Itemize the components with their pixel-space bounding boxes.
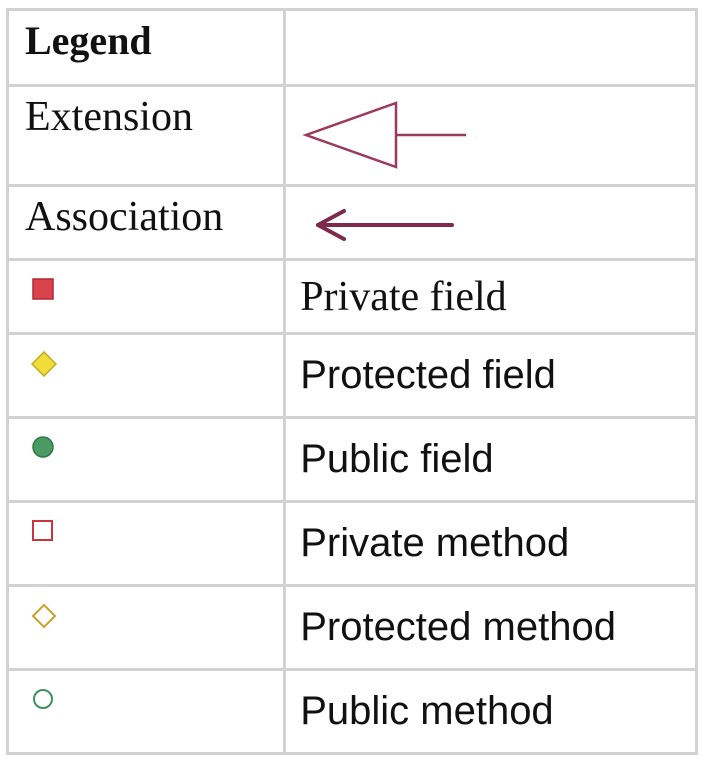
table-row: Legend [5, 8, 698, 87]
protected-method-label: Protected method [300, 605, 616, 649]
association-icon-cell [283, 184, 698, 261]
public-field-icon [32, 436, 54, 458]
table-row: Private method [5, 500, 698, 587]
protected-field-label: Protected field [300, 353, 556, 397]
private-method-desc-cell: Private method [283, 500, 698, 587]
table-row: Extension [5, 84, 698, 187]
public-field-label: Public field [300, 437, 494, 481]
private-method-icon-cell [5, 500, 287, 587]
private-method-icon [32, 520, 53, 541]
table-row: Protected method [5, 584, 698, 671]
association-label: Association [25, 194, 224, 240]
protected-field-desc-cell: Protected field [283, 332, 698, 419]
public-method-label: Public method [300, 689, 554, 733]
legend-title-cell: Legend [5, 8, 287, 87]
table-row: Private field [5, 258, 698, 335]
private-field-icon [32, 278, 54, 300]
protected-method-desc-cell: Protected method [283, 584, 698, 671]
private-method-label: Private method [300, 521, 570, 565]
protected-method-icon-cell [5, 584, 287, 671]
public-method-icon-cell [5, 668, 287, 755]
private-field-desc-cell: Private field [283, 258, 698, 335]
protected-method-icon [31, 603, 57, 629]
table-row: Public field [5, 416, 698, 503]
private-field-icon-cell [5, 258, 287, 335]
extension-label: Extension [25, 94, 193, 140]
extension-label-cell: Extension [5, 84, 287, 187]
association-arrow-icon [316, 209, 455, 241]
legend-table: Legend Extension Association [5, 8, 698, 755]
table-row: Protected field [5, 332, 698, 419]
public-method-desc-cell: Public method [283, 668, 698, 755]
table-row: Association [5, 184, 698, 261]
public-field-icon-cell [5, 416, 287, 503]
table-row: Public method [5, 668, 698, 755]
public-method-icon [33, 689, 53, 709]
private-field-label: Private field [300, 274, 507, 320]
protected-field-icon-cell [5, 332, 287, 419]
empty-cell [283, 8, 698, 87]
legend-title: Legend [25, 18, 152, 63]
protected-field-icon [31, 351, 57, 377]
extension-arrow-icon [302, 101, 467, 169]
association-label-cell: Association [5, 184, 287, 261]
extension-icon-cell [283, 84, 698, 187]
public-field-desc-cell: Public field [283, 416, 698, 503]
